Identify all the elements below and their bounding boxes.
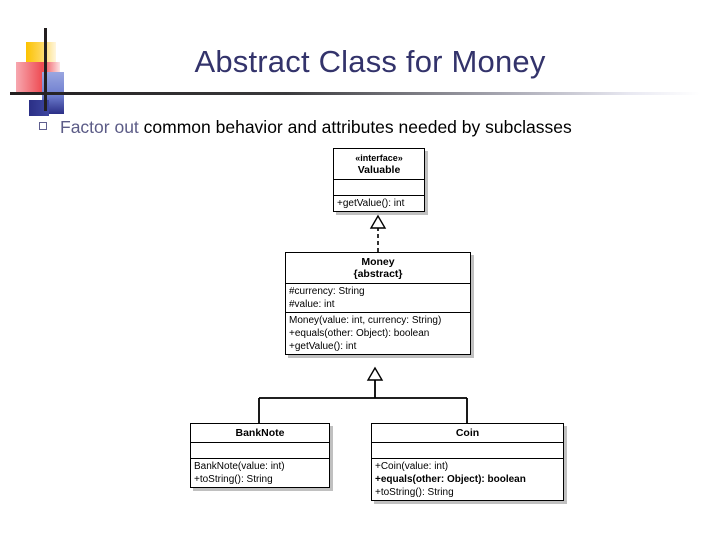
uml-operation: +equals(other: Object): boolean bbox=[289, 328, 430, 339]
uml-header-banknote: BankNote bbox=[191, 424, 329, 443]
uml-attributes-valuable bbox=[334, 180, 424, 196]
uml-attributes-banknote bbox=[191, 443, 329, 459]
uml-operation: +toString(): String bbox=[194, 474, 273, 485]
uml-operation: +toString(): String bbox=[375, 487, 454, 498]
uml-class-banknote: BankNote BankNote(value: int) +toString(… bbox=[190, 423, 330, 488]
uml-attribute: #value: int bbox=[289, 299, 335, 310]
uml-classname-coin: Coin bbox=[455, 427, 480, 439]
deco-vertical-rule bbox=[44, 28, 47, 111]
uml-header-valuable: «interface» Valuable bbox=[334, 149, 424, 180]
uml-operation: BankNote(value: int) bbox=[194, 461, 285, 472]
uml-stereotype-interface: «interface» bbox=[355, 153, 403, 163]
uml-header-money: Money {abstract} bbox=[286, 253, 470, 284]
uml-attributes-money: #currency: String #value: int bbox=[286, 284, 470, 313]
bullet-lead-text: Factor out bbox=[60, 117, 139, 137]
bullet-item: Factor out common behavior and attribute… bbox=[60, 114, 674, 140]
deco-pink-square bbox=[16, 62, 60, 94]
uml-operations-coin: +Coin(value: int) +equals(other: Object)… bbox=[372, 459, 563, 500]
uml-class-money: Money {abstract} #currency: String #valu… bbox=[285, 252, 471, 355]
uml-operation: +getValue(): int bbox=[289, 341, 357, 352]
uml-classname-banknote: BankNote bbox=[235, 427, 285, 439]
deco-yellow-square bbox=[26, 42, 56, 74]
uml-classname-valuable: Valuable bbox=[357, 164, 401, 176]
title-underline-rule bbox=[10, 92, 700, 95]
hollow-triangle-icon bbox=[369, 214, 387, 229]
uml-operation: +Coin(value: int) bbox=[375, 461, 449, 472]
uml-operation: +equals(other: Object): boolean bbox=[375, 474, 526, 485]
square-bullet-icon bbox=[39, 122, 47, 130]
uml-operations-valuable: +getValue(): int bbox=[334, 196, 424, 211]
hollow-triangle-icon bbox=[366, 366, 384, 381]
uml-operations-money: Money(value: int, currency: String) +equ… bbox=[286, 313, 470, 354]
uml-operations-banknote: BankNote(value: int) +toString(): String bbox=[191, 459, 329, 487]
uml-header-coin: Coin bbox=[372, 424, 563, 443]
uml-operation: +getValue(): int bbox=[337, 198, 405, 209]
bullet-rest-text: common behavior and attributes needed by… bbox=[138, 117, 572, 137]
uml-class-valuable: «interface» Valuable +getValue(): int bbox=[333, 148, 425, 212]
uml-attribute: #currency: String bbox=[289, 286, 365, 297]
uml-class-coin: Coin +Coin(value: int) +equals(other: Ob… bbox=[371, 423, 564, 501]
bullet-list: Factor out common behavior and attribute… bbox=[34, 114, 674, 140]
uml-modifier-abstract: {abstract} bbox=[353, 268, 403, 280]
uml-attributes-coin bbox=[372, 443, 563, 459]
uml-classname-money: Money bbox=[361, 256, 395, 268]
uml-operation: Money(value: int, currency: String) bbox=[289, 315, 442, 326]
page-title: Abstract Class for Money bbox=[194, 44, 546, 79]
